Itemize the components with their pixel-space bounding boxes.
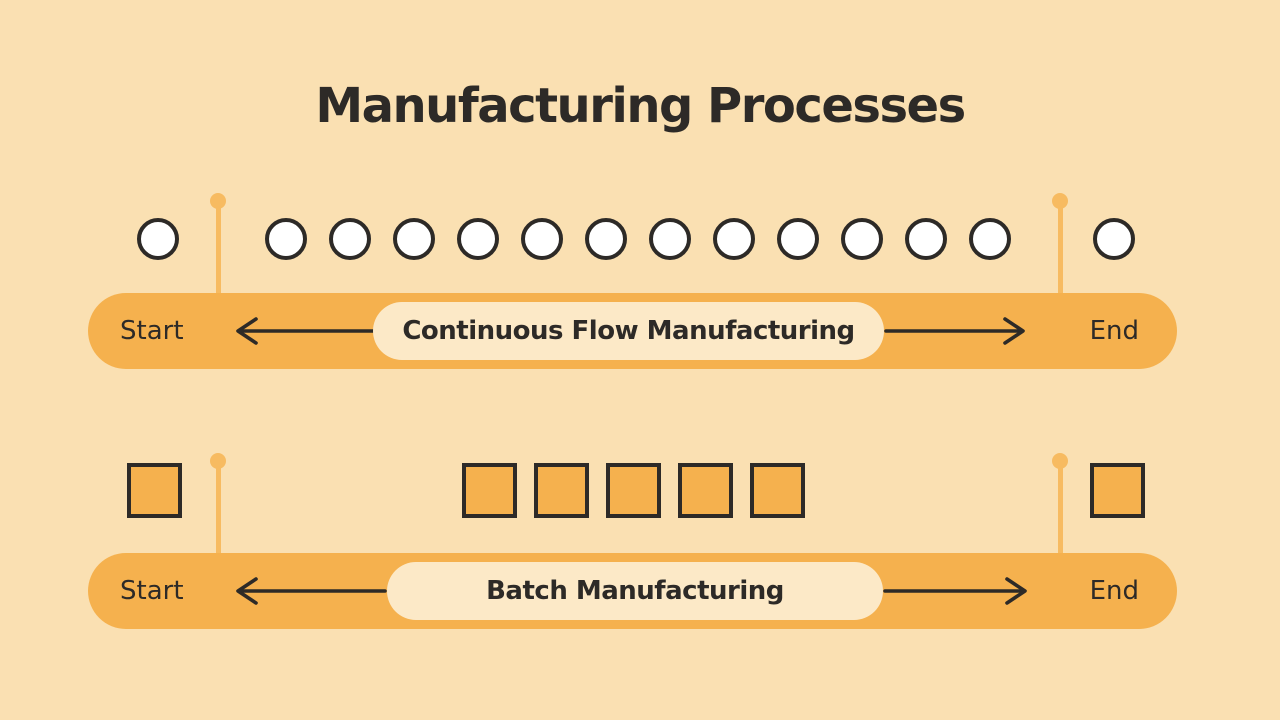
arrow-right-icon bbox=[884, 317, 1025, 345]
circle-unit-item bbox=[841, 218, 883, 260]
circle-unit-item bbox=[713, 218, 755, 260]
end-label: End bbox=[1089, 316, 1139, 346]
marker-dot bbox=[210, 453, 226, 469]
arrow-left-icon bbox=[236, 577, 387, 605]
circle-unit-item bbox=[265, 218, 307, 260]
circle-unit-item bbox=[905, 218, 947, 260]
square-unit-item bbox=[678, 463, 733, 518]
unit-item-strip bbox=[0, 463, 1280, 519]
marker-stem bbox=[1057, 461, 1063, 553]
start-marker-pin bbox=[210, 193, 226, 303]
unit-item-strip bbox=[0, 218, 1280, 274]
marker-dot bbox=[1052, 193, 1068, 209]
circle-unit-item bbox=[649, 218, 691, 260]
mid-item-group bbox=[462, 463, 805, 518]
start-label: Start bbox=[120, 316, 184, 346]
circle-unit-item bbox=[1093, 218, 1135, 260]
process-name-pill: Continuous Flow Manufacturing bbox=[373, 302, 884, 360]
marker-dot bbox=[210, 193, 226, 209]
square-unit-item bbox=[127, 463, 182, 518]
circle-unit-item bbox=[137, 218, 179, 260]
start-label: Start bbox=[120, 576, 184, 606]
end-marker-pin bbox=[1052, 193, 1068, 303]
square-unit-item bbox=[534, 463, 589, 518]
circle-unit-item bbox=[393, 218, 435, 260]
square-unit-item bbox=[750, 463, 805, 518]
circle-unit-item bbox=[585, 218, 627, 260]
process-name-pill: Batch Manufacturing bbox=[387, 562, 883, 620]
circle-unit-item bbox=[777, 218, 819, 260]
marker-stem bbox=[1057, 201, 1063, 293]
arrow-right-icon bbox=[883, 577, 1027, 605]
circle-unit-item bbox=[969, 218, 1011, 260]
square-unit-item bbox=[1090, 463, 1145, 518]
end-marker-pin bbox=[1052, 453, 1068, 563]
square-unit-item bbox=[462, 463, 517, 518]
marker-stem bbox=[215, 201, 221, 293]
timeline-bar: Start Continuous Flow Manufacturing End bbox=[88, 293, 1177, 369]
circle-unit-item bbox=[329, 218, 371, 260]
end-label: End bbox=[1089, 576, 1139, 606]
square-unit-item bbox=[606, 463, 661, 518]
page-title: Manufacturing Processes bbox=[315, 78, 966, 134]
mid-item-group bbox=[265, 218, 1011, 260]
start-marker-pin bbox=[210, 453, 226, 563]
marker-dot bbox=[1052, 453, 1068, 469]
circle-unit-item bbox=[457, 218, 499, 260]
process-name: Batch Manufacturing bbox=[486, 576, 784, 606]
marker-stem bbox=[215, 461, 221, 553]
circle-unit-item bbox=[521, 218, 563, 260]
process-name: Continuous Flow Manufacturing bbox=[402, 316, 855, 346]
timeline-bar: Start Batch Manufacturing End bbox=[88, 553, 1177, 629]
arrow-left-icon bbox=[236, 317, 377, 345]
